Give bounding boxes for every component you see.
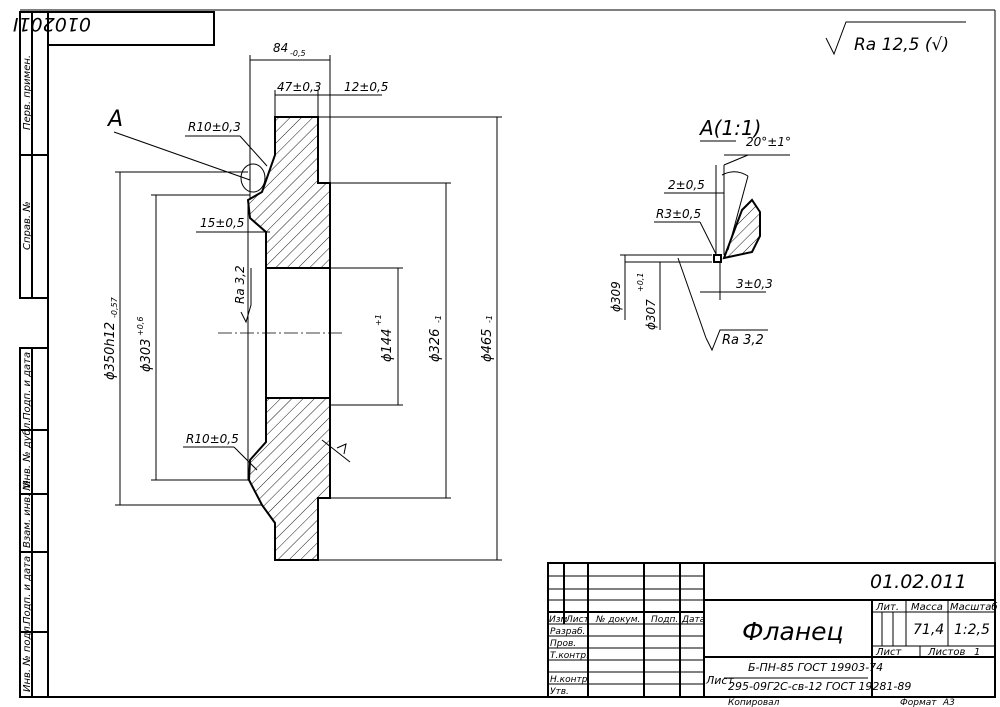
material-line-2: 295-09Г2С-св-12 ГОСТ 19281-89 [728,680,911,693]
material-line-1: Б-ПН-85 ГОСТ 19903-74 [748,661,883,674]
radius-bottom-value: R10±0,5 [186,432,239,446]
side-stamp-4: Инв. № дубл. [21,420,33,488]
detail-dia-307: ϕ307 +0,1 [636,262,661,330]
detail-gap-value: 2±0,5 [668,178,705,192]
side-stamp-3: Подп. и дата [22,352,33,420]
detail-hatched-body [722,198,761,260]
side-stamp-1: Перв. примен. [22,55,33,130]
role-norm-control: Н.контр. [550,675,590,685]
weld-symbol [321,439,351,463]
detail-radius-value: R3±0,5 [656,207,701,221]
col-header-list: Лист [565,615,590,625]
detail-angle: 20°±1° [721,135,791,251]
dim-dia-350-tol: -0,57 [110,296,119,318]
role-tech-control: Т.контр. [550,651,589,661]
dim-dia-326-value: ϕ326 [428,329,443,362]
part-name: Фланец [742,617,844,646]
dim-flange-width-value: 12±0,5 [344,80,388,94]
dim-step-depth: 15±0,5 [196,216,270,233]
sheets-value: 1 [974,647,980,658]
dim-hub-width-value: 47±0,3 [277,80,321,94]
material-line-2-prefix: Лист [705,674,734,687]
role-approver: Утв. [550,687,569,697]
surface-finish-symbol: Ra 12,5 (√) [825,21,966,56]
role-checker: Пров. [550,639,576,649]
detail-ra-symbol: Ra 3,2 [677,257,768,352]
radius-bottom-callout: R10±0,5 [183,432,258,471]
detail-gap: 2±0,5 [664,178,724,194]
dim-dia-303-value: ϕ303 [139,339,154,372]
detail-depth: 3±0,3 [700,277,773,293]
dim-dia-326-tol: -1 [434,315,443,323]
detail-dia-309-value: ϕ309 [609,281,623,312]
dim-step-depth-value: 15±0,5 [200,216,244,230]
side-stamp: Перв. примен. Справ. № Подп. и дата Инв.… [19,11,49,698]
dim-dia-350-value: ϕ350h12 [103,322,118,380]
detail-dia-307-tol: +0,1 [636,273,645,292]
sheet-frame [20,9,996,698]
view-label-a: A [106,107,266,193]
detail-dia-307-value: ϕ307 [644,299,658,330]
sheets-label: Листов [927,647,965,658]
detail-radius: R3±0,5 [654,207,717,255]
lit-label: Лит. [875,602,899,613]
col-header-sign: Подп. [651,615,678,625]
dim-dia-465-tol: -1 [485,315,494,323]
col-header-date: Дата [681,615,705,625]
dim-flange-width: 12±0,5 [318,80,388,96]
scale-value: 1:2,5 [954,622,990,638]
detail-dia-309: ϕ309 [609,255,626,320]
face-ra-symbol: Ra 3,2 [233,265,252,324]
hatched-body [246,116,331,561]
title-block: Изм Лист № докум. Подп. Дата Разраб. Про… [547,562,998,707]
face-ra-text: Ra 3,2 [233,265,247,304]
dim-dia-303: ϕ303 +0,6 [136,194,250,481]
dim-hub-width: 47±0,3 [274,80,321,117]
role-developer: Разраб. [550,627,585,637]
code-stamp-text: 010201I [12,13,91,35]
detail-ra-text: Ra 3,2 [722,333,764,348]
side-stamp-6: Подп. и дата [22,556,33,624]
detail-view: A(1:1) 20°±1° 2±0,5 R3±0,5 3±0,3 [609,116,791,352]
dim-dia-350: ϕ350h12 -0,57 [103,171,262,506]
dim-dia-144: ϕ144 +1 [330,267,403,406]
radius-top-value: R10±0,3 [188,120,241,134]
side-stamp-2: Справ. № [22,201,33,250]
dim-width-total-value: 84 [273,41,288,55]
view-label-text: A [106,107,123,132]
format-label: Формат [900,698,937,707]
mass-value: 71,4 [913,622,944,638]
surface-finish-text: Ra 12,5 (√) [854,35,949,55]
col-header-izm: Изм [549,615,568,625]
dim-dia-326: ϕ326 -1 [318,182,451,499]
code-stamp: 010201I [12,11,215,46]
side-stamp-7: Инв. № подл. [22,623,33,692]
side-stamp-5: Взам. инв. № [22,480,33,548]
dim-dia-303-tol: +0,6 [136,317,145,336]
dim-dia-144-value: ϕ144 [380,329,395,362]
doc-number: 01.02.011 [870,571,967,593]
col-header-doc: № докум. [595,615,640,625]
flange-section [218,116,345,561]
dim-width-total: 84 -0,5 [249,41,331,200]
detail-angle-value: 20°±1° [746,135,791,149]
dim-dia-465-value: ϕ465 [480,329,495,362]
detail-label: A(1:1) [698,116,761,140]
mass-label: Масса [911,602,943,613]
dim-dia-465: ϕ465 -1 [318,116,502,561]
dim-dia-144-tol: +1 [374,314,383,326]
format-value: А3 [942,698,955,707]
radius-top-callout: R10±0,3 [185,120,268,167]
copied-label: Копировал [728,698,780,707]
scale-label: Масштаб [950,601,998,613]
detail-depth-value: 3±0,3 [736,277,773,291]
sheet-label: Лист [875,647,903,658]
dim-width-total-tol: -0,5 [290,49,306,58]
